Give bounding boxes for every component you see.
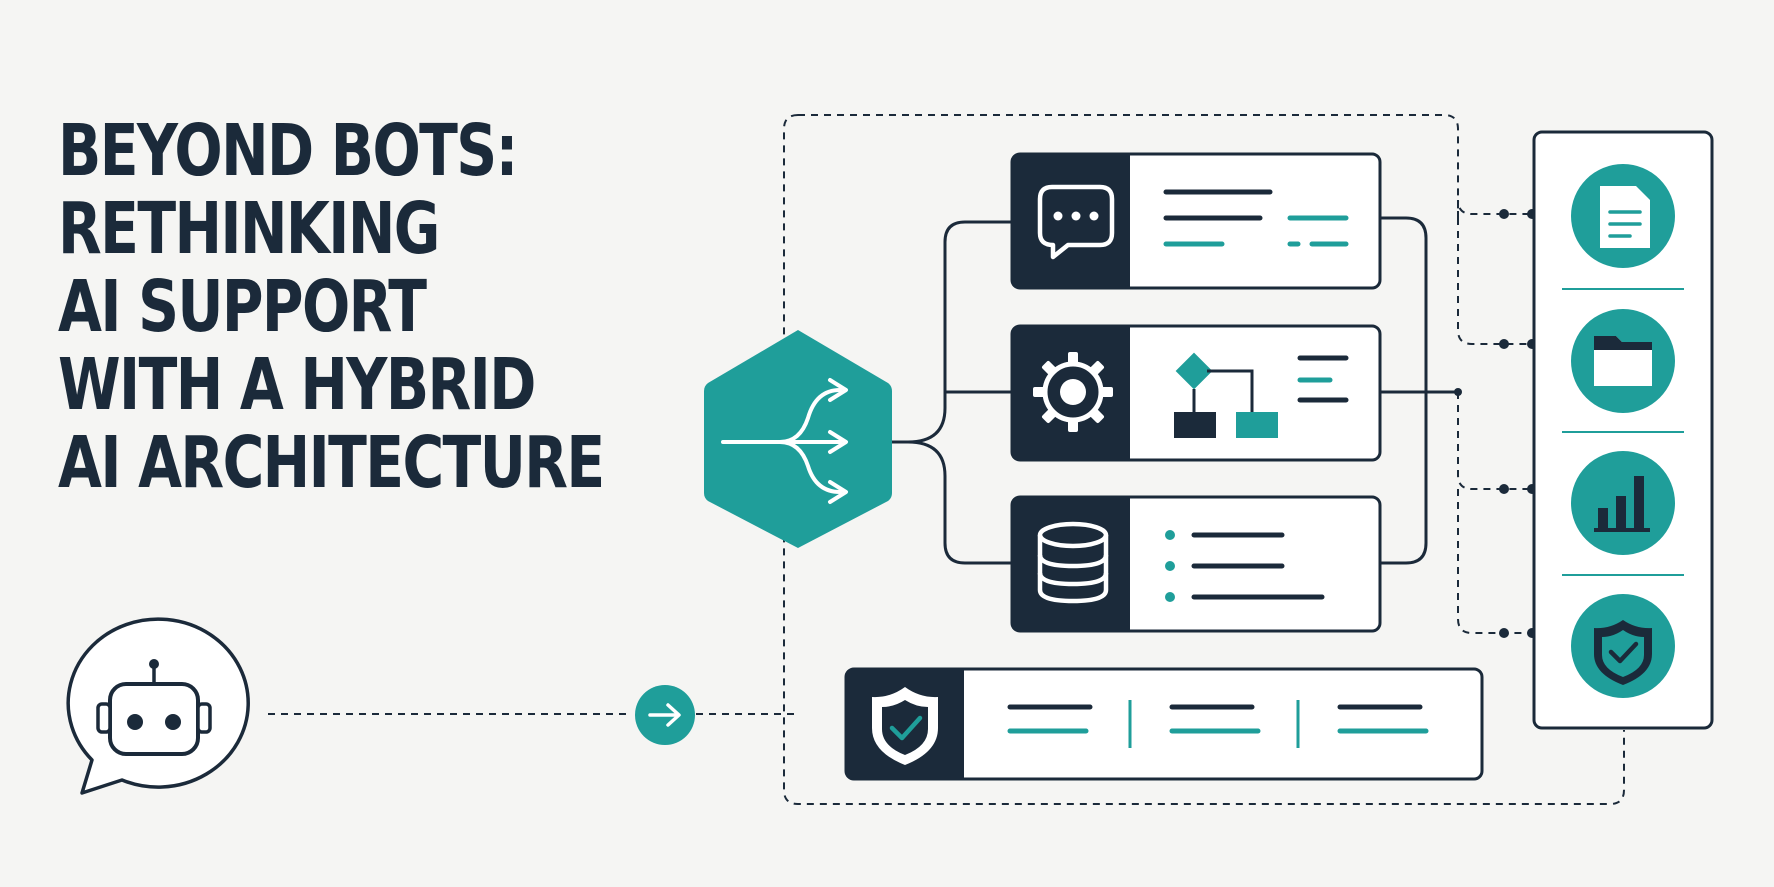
flowchart-icon — [1174, 352, 1278, 438]
shield-check-icon — [872, 687, 938, 765]
folder-icon — [1571, 309, 1675, 413]
split-arrows-icon — [704, 330, 892, 548]
headline-line-1: BEYOND BOTS: — [58, 109, 518, 192]
branch-connectors — [892, 220, 1012, 565]
security-card — [844, 667, 1484, 781]
card-to-bus-connectors — [1380, 216, 1458, 565]
chat-channel-card — [1010, 152, 1382, 290]
headline-line-3: AI SUPPORT — [58, 265, 427, 348]
database-card — [1010, 495, 1382, 633]
bar-chart-icon — [1571, 451, 1675, 555]
database-icon — [1037, 521, 1109, 604]
headline-line-5: AI ARCHITECTURE — [58, 421, 605, 504]
headline-line-2: RETHINKING — [58, 187, 440, 270]
shield-check-icon — [1571, 594, 1675, 698]
robot-chat-icon — [66, 617, 250, 795]
panel-links-dashed — [1457, 199, 1532, 634]
services-side-panel — [1532, 130, 1714, 730]
headline: BEYOND BOTS: RETHINKING AI SUPPORT WITH … — [58, 112, 698, 502]
document-icon — [1571, 164, 1675, 268]
chat-bubble-icon — [1037, 184, 1115, 260]
workflow-card — [1010, 324, 1382, 462]
outer-dashed-boundary — [783, 114, 1625, 805]
headline-line-4: WITH A HYBRID — [58, 343, 536, 426]
gear-icon — [1033, 352, 1113, 432]
panel-link-dots — [1499, 209, 1537, 638]
arrow-right-icon — [635, 685, 695, 745]
